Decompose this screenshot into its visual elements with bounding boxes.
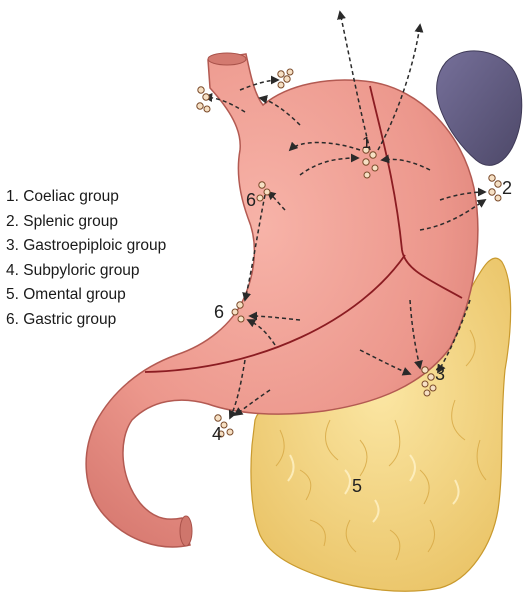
legend: 1. Coeliac group 2. Splenic group 3. Gas… [6,185,256,332]
legend-item-gastric: 6. Gastric group [6,308,256,333]
legend-item-splenic: 2. Splenic group [6,210,256,235]
label-coeliac: 1 [362,135,371,152]
legend-item-subpyloric: 4. Subpyloric group [6,259,256,284]
legend-item-omental: 5. Omental group [6,283,256,308]
label-splenic: 2 [502,178,512,198]
legend-item-gastroepiploic: 3. Gastroepiploic group [6,234,256,259]
oesophagus-opening [208,53,246,65]
duodenum-opening [180,516,192,546]
label-subpyloric: 4 [212,424,222,444]
label-omental: 5 [352,476,362,496]
label-gastroepiploic: 3 [435,364,445,384]
legend-item-coeliac: 1. Coeliac group [6,185,256,210]
